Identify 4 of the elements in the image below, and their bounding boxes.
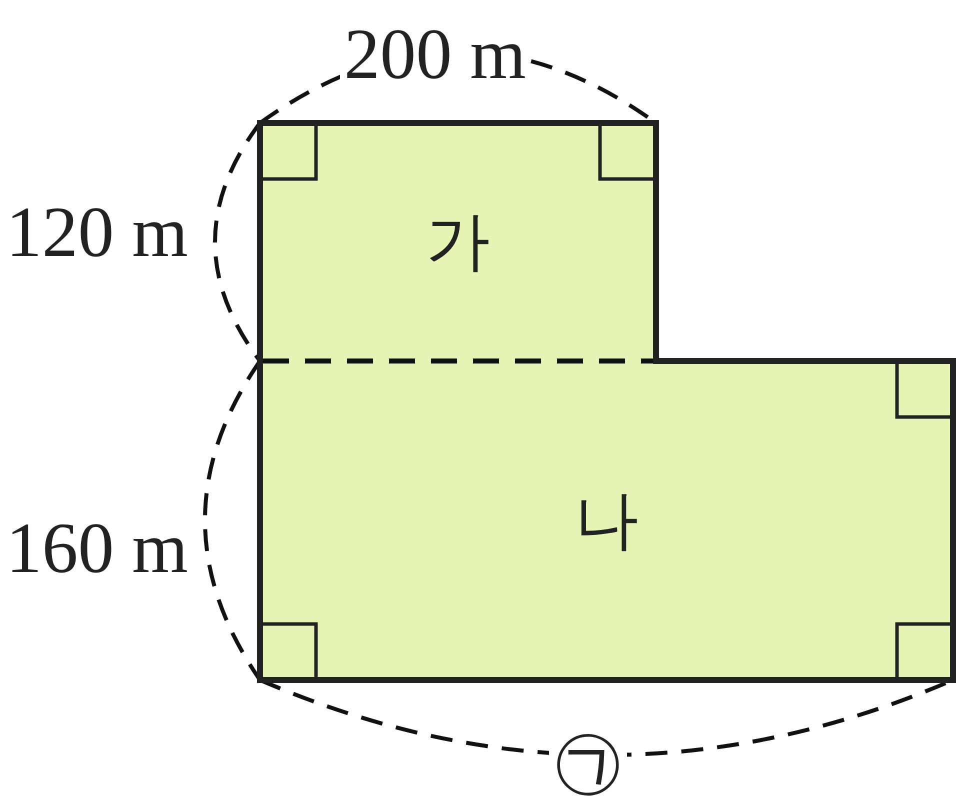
region-label: 가 xyxy=(426,210,490,274)
region-area xyxy=(260,123,656,361)
region-area xyxy=(260,361,953,680)
region-label: 나 xyxy=(574,488,638,552)
